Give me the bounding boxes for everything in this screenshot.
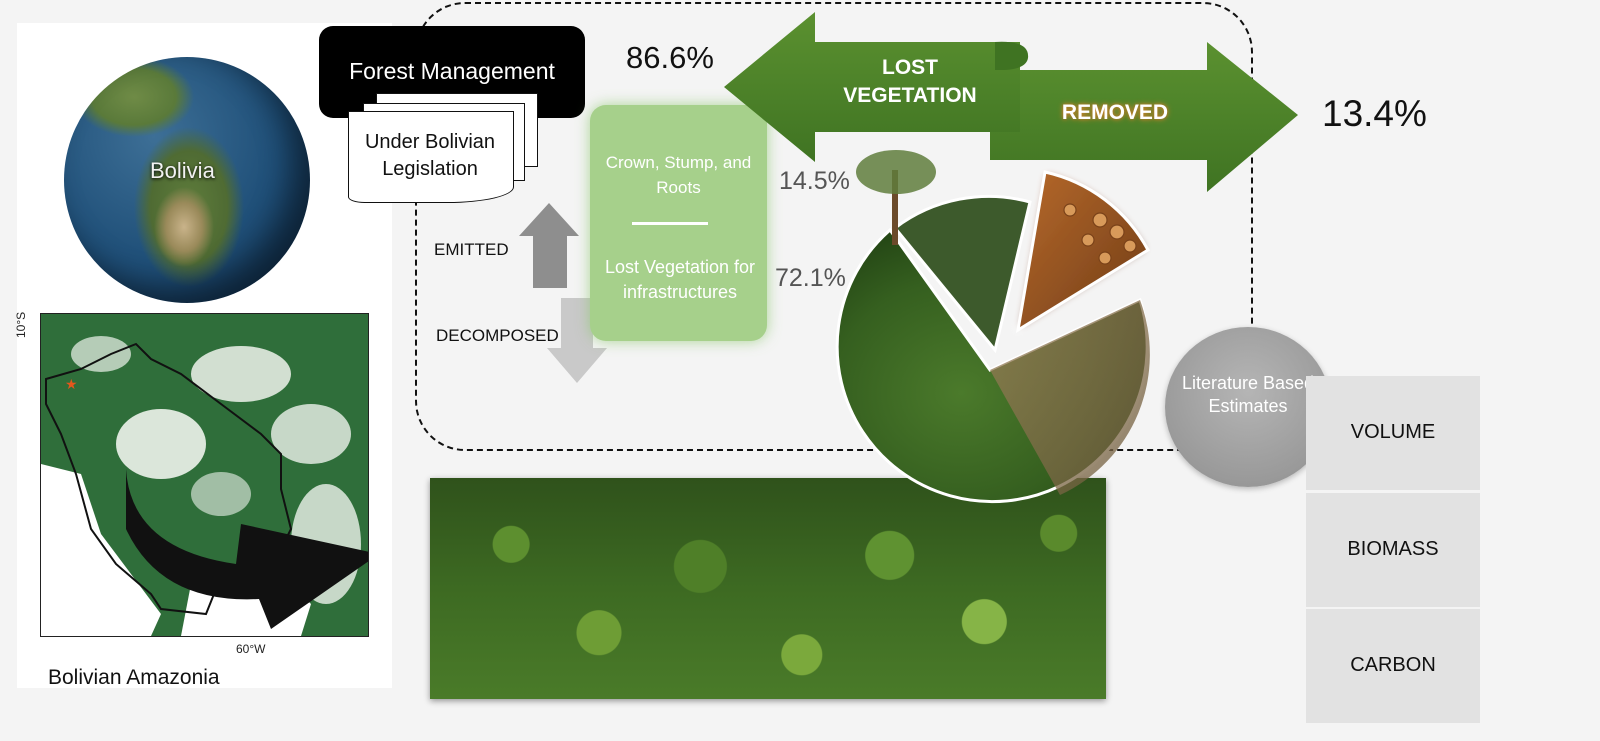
crown-stump-roots-label: Crown, Stump, and Roots xyxy=(605,153,752,197)
removed-label: REMOVED xyxy=(1061,101,1169,124)
crown-percent: 14.5% xyxy=(779,167,850,195)
legislation-label: Under Bolivian Legislation xyxy=(364,131,496,180)
forest-management-title: Forest Management xyxy=(349,58,555,84)
scroll-curl xyxy=(995,41,1029,70)
pie-removed-slice xyxy=(1015,170,1150,334)
flow-arrows xyxy=(724,12,1298,192)
vegetation-pie xyxy=(835,150,1150,504)
literature-estimates-circle xyxy=(1165,327,1331,487)
volume-label: VOLUME xyxy=(1350,421,1436,443)
decomposed-label: DECOMPOSED xyxy=(436,326,559,345)
lost-vegetation-arrow xyxy=(724,12,1020,162)
emitted-up-arrow xyxy=(519,203,579,288)
literature-estimates-label: Literature Based Estimates xyxy=(1181,373,1315,416)
biomass-label: BIOMASS xyxy=(1347,538,1439,560)
estimate-metrics: VOLUME BIOMASS CARBON xyxy=(1306,376,1480,726)
biomass-cell: BIOMASS xyxy=(1306,493,1480,607)
removed-arrow xyxy=(990,42,1298,192)
map-latitude-label: 10°S xyxy=(14,311,28,338)
carbon-label: CARBON xyxy=(1350,654,1436,676)
amazonia-map-graphic: ★ xyxy=(41,314,368,636)
log-ends xyxy=(1063,203,1137,265)
pie-crown-slice xyxy=(892,194,1032,354)
amazonia-map: ★ xyxy=(40,313,369,637)
document-page-front xyxy=(348,111,514,203)
lost-infrastructure-label: Lost Vegetation for infrastructures xyxy=(604,257,756,302)
map-caption: Bolivian Amazonia xyxy=(48,666,220,689)
lost-vegetation-label: LOST VEGETATION xyxy=(843,56,977,107)
globe-image xyxy=(64,57,310,303)
system-boundary xyxy=(415,2,1253,451)
emitted-label: EMITTED xyxy=(434,240,509,259)
removed-percent: 13.4% xyxy=(1322,93,1427,134)
tree-trunk xyxy=(892,170,898,245)
globe-label: Bolivia xyxy=(150,158,215,183)
pie-clearing-area xyxy=(990,300,1150,495)
infrastructure-percent: 72.1% xyxy=(775,264,846,292)
forest-canopy-photo xyxy=(430,478,1106,699)
volume-cell: VOLUME xyxy=(1306,376,1480,490)
carbon-cell: CARBON xyxy=(1306,609,1480,723)
lost-vegetation-percent: 86.6% xyxy=(626,40,714,75)
card-divider xyxy=(632,222,708,225)
map-longitude-label: 60°W xyxy=(236,642,266,656)
tree-crown xyxy=(856,150,936,194)
svg-text:★: ★ xyxy=(65,377,78,393)
